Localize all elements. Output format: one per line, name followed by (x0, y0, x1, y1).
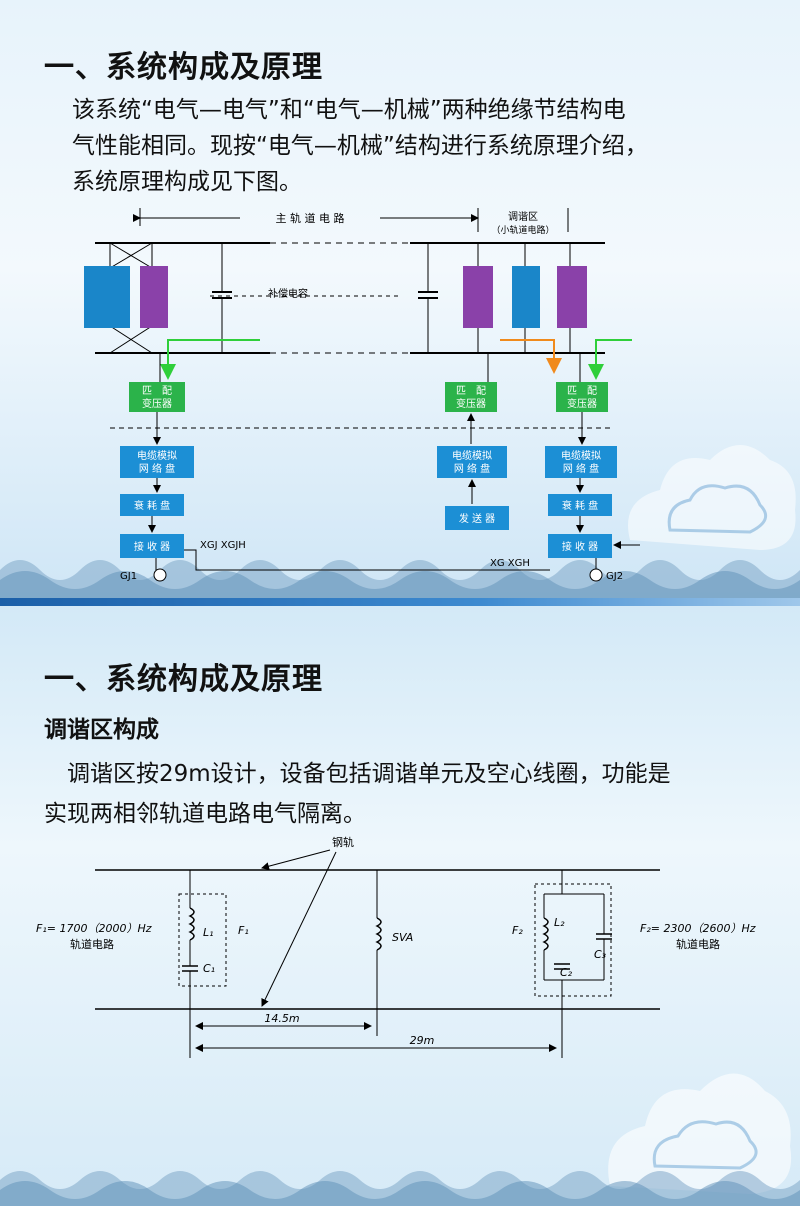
tuning-unit-f1: L₁ C₁ (178, 870, 227, 1009)
matching-transformer-right-label-1: 匹 配 (567, 385, 597, 397)
middle-equipment-column: 匹 配 变压器 电缆模拟 网 络 盘 发 送 器 (437, 382, 509, 530)
dimension-14-5m: 14.5m (189, 1009, 378, 1058)
slide2-subtitle: 调谐区构成 (44, 717, 159, 743)
matching-transformer-left-label-2: 变压器 (142, 397, 172, 410)
xg-label: XG XGH (490, 558, 530, 569)
attenuator-left-label: 衰 耗 盘 (134, 499, 170, 512)
receiver-left-label: 接 收 器 (134, 540, 170, 553)
cable-network-mid-label-2: 网 络 盘 (454, 462, 490, 475)
dimension-half-label: 14.5m (264, 1012, 299, 1025)
cable-network-right (545, 446, 617, 478)
cable-network-right-label-2: 网 络 盘 (563, 462, 599, 475)
xgj-label: XGJ XGJH (200, 540, 246, 551)
cable-network-mid (437, 446, 507, 478)
slide1-para-line-3: 系统原理构成见下图。 (72, 169, 302, 195)
attenuator-right-label: 衰 耗 盘 (562, 499, 598, 512)
cloud-decoration-1 (628, 445, 796, 550)
slide1-para-line-2: 气性能相同。现按“电气—机械”结构进行系统原理介绍， (72, 133, 648, 159)
cable-network-left-label-2: 网 络 盘 (139, 462, 175, 475)
tuning-unit-purple-mid (463, 266, 493, 328)
c2-label: C₂ (560, 966, 573, 979)
l1-label: L₁ (203, 926, 214, 939)
f2-label: F₂ (512, 924, 523, 937)
right-equipment-column: 匹 配 变压器 电缆模拟 网 络 盘 衰 耗 盘 接 收 器 GJ2 XG XG… (490, 382, 640, 582)
slide2-para-line-2: 实现两相邻轨道电路电气隔离。 (44, 801, 366, 827)
green-arrow-left (160, 339, 260, 380)
cable-network-left (120, 446, 194, 478)
dimension-29m: 29m (195, 1009, 563, 1058)
gj2-label: GJ2 (606, 571, 623, 582)
cable-network-left-label-1: 电缆模拟 (137, 449, 177, 462)
orange-arrow (500, 339, 562, 374)
matching-transformer-right-label-2: 变压器 (567, 397, 597, 410)
main-track-label: 主 轨 道 电 路 (276, 211, 345, 225)
c1-label: C₁ (203, 962, 215, 975)
l2-label: L₂ (554, 916, 565, 929)
transmitter (445, 506, 509, 530)
transmitter-label: 发 送 器 (459, 512, 495, 525)
matching-transformer-mid-label-2: 变压器 (456, 397, 486, 410)
matching-transformer-left-label-1: 匹 配 (142, 385, 172, 397)
left-equipment-column: 匹 配 变压器 电缆模拟 网 络 盘 衰 耗 盘 接 收 器 GJ1 XGJ X… (120, 382, 550, 582)
cable-network-mid-label-1: 电缆模拟 (452, 449, 492, 462)
main-track-dimension: 主 轨 道 电 路 (133, 208, 479, 232)
c3-label: C₃ (594, 948, 607, 961)
f2-track-circuit-label: 轨道电路 (676, 937, 720, 951)
air-core-coil-sva: SVA (375, 870, 413, 1009)
rails (95, 242, 605, 354)
receiver-left (120, 534, 184, 558)
tuning-unit-purple-right (557, 266, 587, 328)
receiver-right-label: 接 收 器 (562, 540, 598, 553)
cloud-decoration-2 (608, 1073, 792, 1194)
slide-1: 一、系统构成及原理 该系统“电气—电气”和“电气—机械”两种绝缘节结构电 气性能… (0, 0, 800, 598)
slide2-para-line-1: 调谐区按29m设计，设备包括调谐单元及空心线圈，功能是 (44, 761, 671, 787)
f1-frequency-label: F₁= 1700（2000）Hz (36, 922, 152, 935)
attenuator-right (548, 494, 612, 516)
green-arrow-right (588, 339, 632, 380)
rail-label: 钢轨 (332, 835, 354, 849)
cable-network-right-label-1: 电缆模拟 (561, 449, 601, 462)
wave-decoration-2 (0, 1171, 800, 1206)
tuning-unit-blue-right (512, 266, 540, 328)
tuning-zone-label: 调谐区 (508, 211, 538, 223)
system-principle-diagram: 主 轨 道 电 路 调谐区 （小轨道电路） (84, 208, 640, 582)
f1-label: F₁ (238, 924, 249, 937)
f2-frequency-label: F₂= 2300（2600）Hz (640, 922, 756, 935)
tuning-zone-dimension: 调谐区 （小轨道电路） (491, 208, 569, 236)
tuning-unit-purple-left (140, 266, 168, 328)
wave-decoration-1 (0, 560, 800, 598)
slide1-para-line-1: 该系统“电气—电气”和“电气—机械”两种绝缘节结构电 (72, 97, 626, 123)
slide2-title: 一、系统构成及原理 (44, 662, 323, 697)
matching-transformer-mid-label-1: 匹 配 (456, 385, 486, 397)
dimension-full-label: 29m (410, 1034, 435, 1047)
matching-transformer-left (129, 382, 185, 412)
tuning-zone-diagram: 钢轨 F₁= 1700（2000）Hz 轨道电路 L₁ C₁ F₁ SVA (36, 835, 756, 1058)
compensation-capacitor-1 (212, 243, 232, 353)
receiver-right (548, 534, 612, 558)
slide1-title: 一、系统构成及原理 (44, 50, 323, 85)
tuning-unit-blue-left (84, 266, 130, 328)
compensation-capacitor-2 (418, 243, 438, 353)
tuning-zone-sub-label: （小轨道电路） (491, 224, 554, 236)
f1-track-circuit-label: 轨道电路 (70, 937, 114, 951)
matching-transformer-mid (445, 382, 497, 412)
sva-label: SVA (392, 931, 413, 944)
gj1-label: GJ1 (120, 571, 137, 582)
slide-2: 一、系统构成及原理 调谐区构成 调谐区按29m设计，设备包括调谐单元及空心线圈，… (0, 606, 800, 1206)
matching-transformer-right (556, 382, 608, 412)
slide-divider (0, 598, 800, 606)
attenuator-left (120, 494, 184, 516)
tuning-unit-f2: L₂ C₂ C₃ (534, 870, 612, 1009)
capacitor-label: 补偿电容 (268, 287, 308, 300)
